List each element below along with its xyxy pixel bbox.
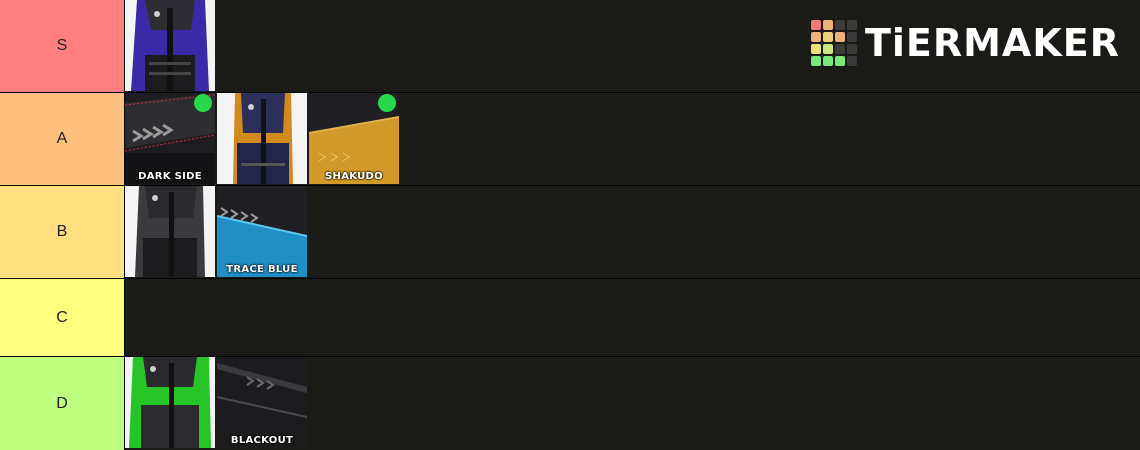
item-dark-side-backpack[interactable]: DARK SIDE xyxy=(125,93,215,184)
shakudo-image xyxy=(309,93,399,184)
item-green-backpack[interactable] xyxy=(125,357,215,448)
item-blackout-backpack[interactable]: BLACKOUT xyxy=(217,357,307,448)
item-caption: TRACE BLUE xyxy=(226,264,298,275)
item-purple-backpack[interactable] xyxy=(125,0,215,91)
dark-side-image xyxy=(125,93,215,184)
tier-label-c[interactable]: C xyxy=(0,279,125,356)
tier-label-d[interactable]: D xyxy=(0,357,125,450)
green-backpack-image xyxy=(125,357,215,448)
item-orange-navy-backpack[interactable] xyxy=(217,93,307,184)
item-shakudo-backpack[interactable]: SHAKUDO xyxy=(309,93,399,184)
purple-backpack-image xyxy=(125,0,215,91)
grey-backpack-image xyxy=(125,186,215,277)
tier-label-b[interactable]: B xyxy=(0,186,125,278)
tier-label-s[interactable]: S xyxy=(0,0,125,92)
item-trace-blue-backpack[interactable]: TRACE BLUE xyxy=(217,186,307,277)
tiermaker-logo[interactable]: TiERMAKER xyxy=(810,20,1120,66)
item-caption: BLACKOUT xyxy=(230,435,294,446)
orange-navy-image xyxy=(217,93,307,184)
tier-row-b: B TRACE BLUE xyxy=(0,186,1140,279)
tier-items-b[interactable]: TRACE BLUE xyxy=(125,186,1140,278)
tier-items-c[interactable] xyxy=(125,279,1140,356)
logo-grid-icon xyxy=(810,20,857,66)
item-grey-backpack[interactable] xyxy=(125,186,215,277)
tier-items-a[interactable]: DARK SIDE xyxy=(125,93,1140,185)
item-caption: DARK SIDE xyxy=(138,171,202,182)
tier-label-a[interactable]: A xyxy=(0,93,125,185)
tier-items-d[interactable]: BLACKOUT xyxy=(125,357,1140,450)
tier-row-a: A DARK SIDE xyxy=(0,93,1140,186)
tier-row-d: D BLACKOUT xyxy=(0,357,1140,450)
trace-blue-image xyxy=(217,186,307,277)
tier-row-c: C xyxy=(0,279,1140,357)
item-caption: SHAKUDO xyxy=(325,171,383,182)
tier-items-s[interactable]: TiERMAKER xyxy=(125,0,1140,92)
blackout-image xyxy=(217,357,307,448)
tier-row-s: S xyxy=(0,0,1140,93)
logo-text: TiERMAKER xyxy=(864,21,1120,65)
